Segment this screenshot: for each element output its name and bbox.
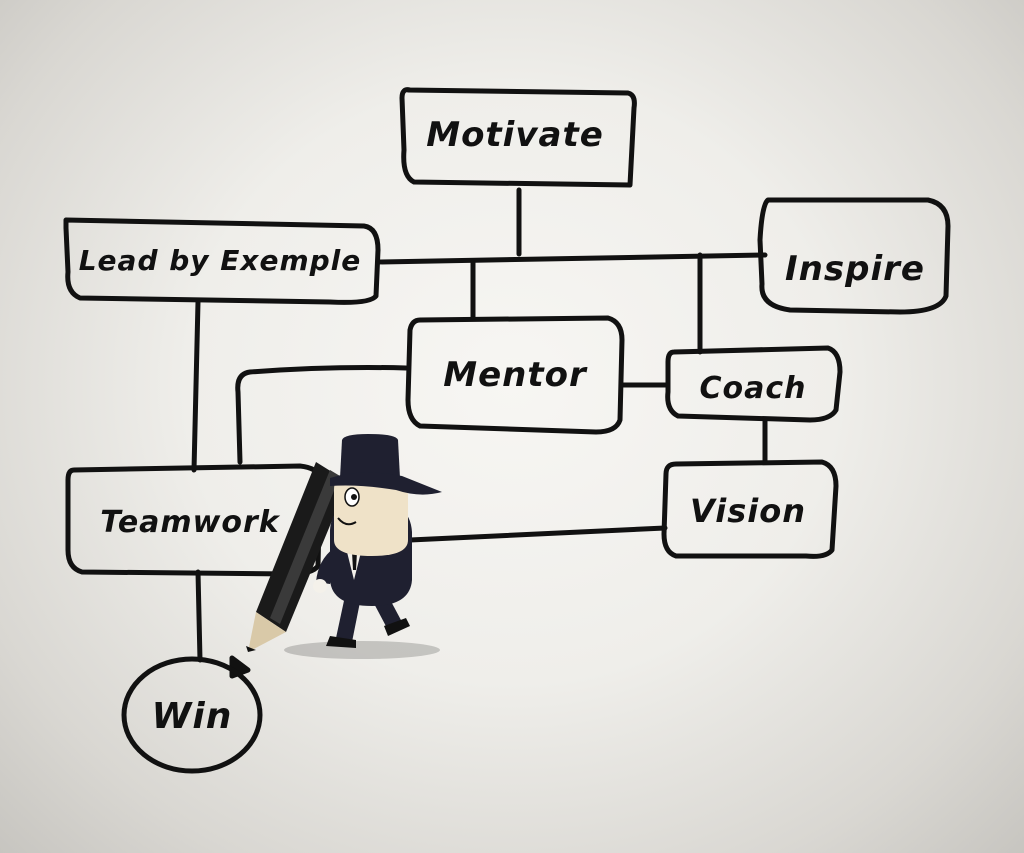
businessman-carrying-pencil-icon xyxy=(246,434,442,659)
connectors xyxy=(191,187,768,679)
character-shadow xyxy=(284,641,440,659)
node-coach: Coach xyxy=(665,345,843,423)
node-vision-label: Vision xyxy=(690,492,806,530)
link-lead-teamwork xyxy=(191,299,201,473)
link-teamwork-win xyxy=(195,569,203,663)
node-inspire: Inspire xyxy=(757,197,951,315)
character-smile xyxy=(337,517,357,526)
node-vision: Vision xyxy=(661,459,839,559)
character-shoe-back xyxy=(326,636,356,648)
node-inspire-label: Inspire xyxy=(785,249,925,289)
character-leg-back xyxy=(336,596,360,642)
node-win-label: Win xyxy=(152,696,233,737)
node-lead-by-exemple: Lead by Exemple xyxy=(63,217,381,305)
node-motivate: Motivate xyxy=(399,87,637,188)
pencil-icon xyxy=(246,462,348,652)
character-hand xyxy=(313,579,327,593)
node-motivate-label: Motivate xyxy=(426,115,604,155)
node-mentor: Mentor xyxy=(405,315,625,435)
character-hat-brim xyxy=(330,472,442,495)
node-coach-label: Coach xyxy=(699,371,806,406)
character-arm xyxy=(316,548,346,584)
link-lead-inspire-bus xyxy=(375,252,768,265)
character-shoe-front xyxy=(384,618,410,636)
character-tie xyxy=(352,552,357,570)
character-hat-crown xyxy=(340,434,400,478)
node-win: Win xyxy=(121,656,263,774)
character-pupil xyxy=(351,494,357,500)
link-mentor-teamwork xyxy=(235,365,409,465)
link-teamwork-vision xyxy=(407,525,668,543)
node-teamwork-label: Teamwork xyxy=(100,505,281,540)
node-lead-by-exemple-label: Lead by Exemple xyxy=(79,244,362,277)
node-mentor-label: Mentor xyxy=(443,355,588,395)
